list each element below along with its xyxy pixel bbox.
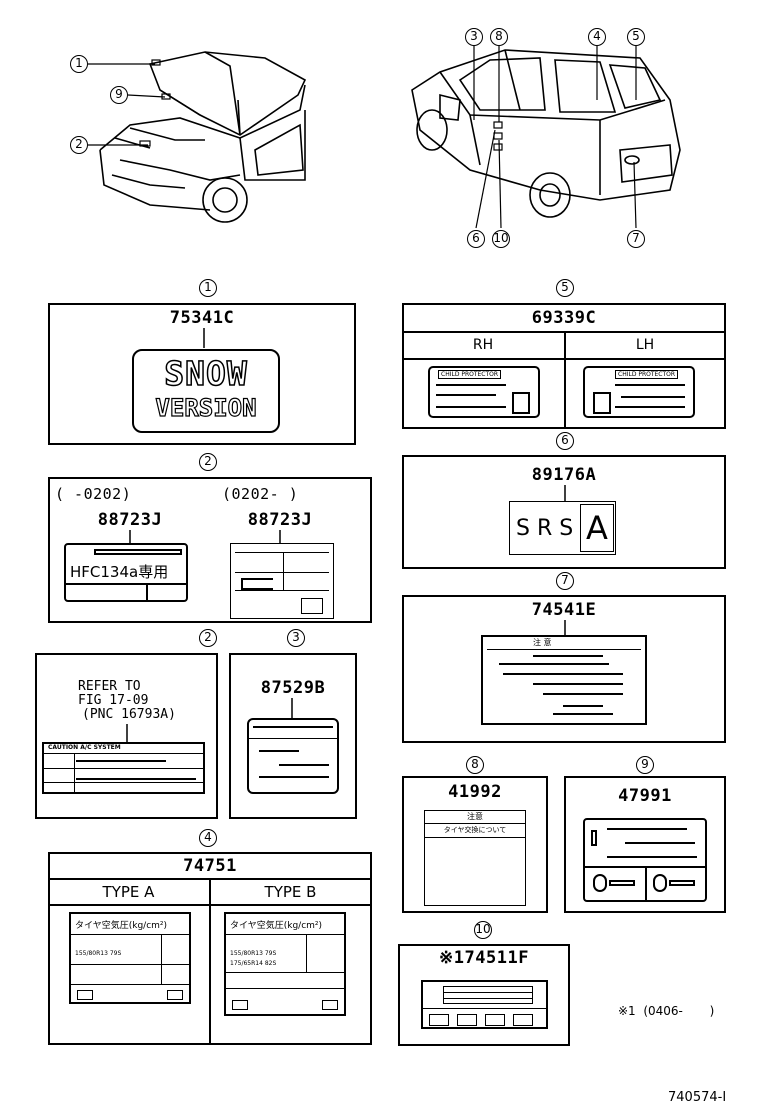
part-number-74541e: 74541E <box>531 600 597 620</box>
part-number-75341c: 75341C <box>169 308 235 328</box>
callout-6-top: 6 <box>467 230 485 248</box>
label-2a-box <box>48 477 372 623</box>
callout-6: 6 <box>556 432 574 450</box>
callout-5-top: 5 <box>627 28 645 46</box>
label-3-box <box>229 653 357 819</box>
sticker-snow-text: SNOW <box>164 354 248 394</box>
footnote: ※1 (0406- ) <box>618 1004 715 1018</box>
child-protector-lh-sticker: CHILD PROTECTOR <box>583 366 695 418</box>
lh-label: LH <box>635 337 655 353</box>
callout-8-top: 8 <box>490 28 508 46</box>
part-number-88723j-left: 88723J <box>97 510 163 530</box>
label-1-box <box>48 303 356 445</box>
type-b-label: TYPE B <box>264 883 317 901</box>
callout-9: 9 <box>636 756 654 774</box>
ac-caution-sticker-old: CAUTION A/C SYSTEM <box>42 742 205 794</box>
srs-sticker: S R S A <box>509 501 616 555</box>
type-a-label: TYPE A <box>102 883 155 901</box>
label-9-box <box>564 776 726 913</box>
part-number-87529b: 87529B <box>260 678 326 698</box>
figure-id: 740574-I <box>668 1090 727 1105</box>
snow-version-sticker: SNOW VERSION <box>132 349 280 433</box>
callout-8: 8 <box>466 756 484 774</box>
refer-to-note: REFER TO FIG 17-09 (PNC 16793A) <box>78 679 176 722</box>
callout-2b: 2 <box>199 629 217 647</box>
callout-5: 5 <box>556 279 574 297</box>
sticker-74511f <box>421 980 548 1029</box>
callout-4: 4 <box>199 829 217 847</box>
sticker-version-text: VERSION <box>155 393 257 422</box>
tire-pressure-sticker-type-a: タイヤ空気圧(kg/cm²) 155/80R13 79S <box>69 912 191 1004</box>
rh-label: RH <box>472 337 494 353</box>
callout-10-top: 10 <box>492 230 510 248</box>
callout-1: 1 <box>199 279 217 297</box>
part-number-74511f: ※174511F <box>439 948 529 968</box>
label-2b-box <box>35 653 218 819</box>
part-number-88723j-right: 88723J <box>247 510 313 530</box>
tire-change-caution-sticker: 注意 タイヤ交換について <box>424 810 526 906</box>
child-protector-rh-sticker: CHILD PROTECTOR <box>428 366 540 418</box>
front-car-drawing <box>88 46 681 229</box>
callout-1-top: 1 <box>70 55 88 73</box>
sticker-87529b <box>247 718 339 794</box>
part-number-89176a: 89176A <box>531 465 597 485</box>
label-7-box <box>402 595 726 743</box>
callout-3: 3 <box>287 629 305 647</box>
part-number-74751: 74751 <box>183 856 237 876</box>
label-10-box <box>398 944 570 1046</box>
tire-pressure-sticker-type-b: タイヤ空気圧(kg/cm²) 155/80R13 79S 175/65R14 8… <box>224 912 346 1016</box>
callout-2: 2 <box>199 453 217 471</box>
hfc134a-text: HFC134a専用 <box>70 563 169 581</box>
hfc134a-sticker: HFC134a専用 <box>64 543 188 602</box>
sticker-47991 <box>583 818 707 902</box>
srs-a-box: A <box>580 504 614 552</box>
label-6-box <box>402 455 726 569</box>
callout-9-top: 9 <box>110 86 128 104</box>
warning-sticker-74541e: 注 意 <box>481 635 647 725</box>
callout-3-top: 3 <box>465 28 483 46</box>
range-left: ( -0202) <box>55 485 132 503</box>
callout-7: 7 <box>556 572 574 590</box>
callout-10: 10 <box>474 921 492 939</box>
srs-text: S R S <box>516 516 574 541</box>
range-right: (0202- ) <box>222 485 299 503</box>
label-8-box <box>402 776 548 913</box>
callout-7-top: 7 <box>627 230 645 248</box>
ac-caution-sticker-new <box>230 543 334 619</box>
callout-4-top: 4 <box>588 28 606 46</box>
part-number-41992: 41992 <box>448 782 502 802</box>
part-number-47991: 47991 <box>618 786 672 806</box>
callout-2-top: 2 <box>70 136 88 154</box>
part-number-69339c: 69339C <box>531 308 597 328</box>
